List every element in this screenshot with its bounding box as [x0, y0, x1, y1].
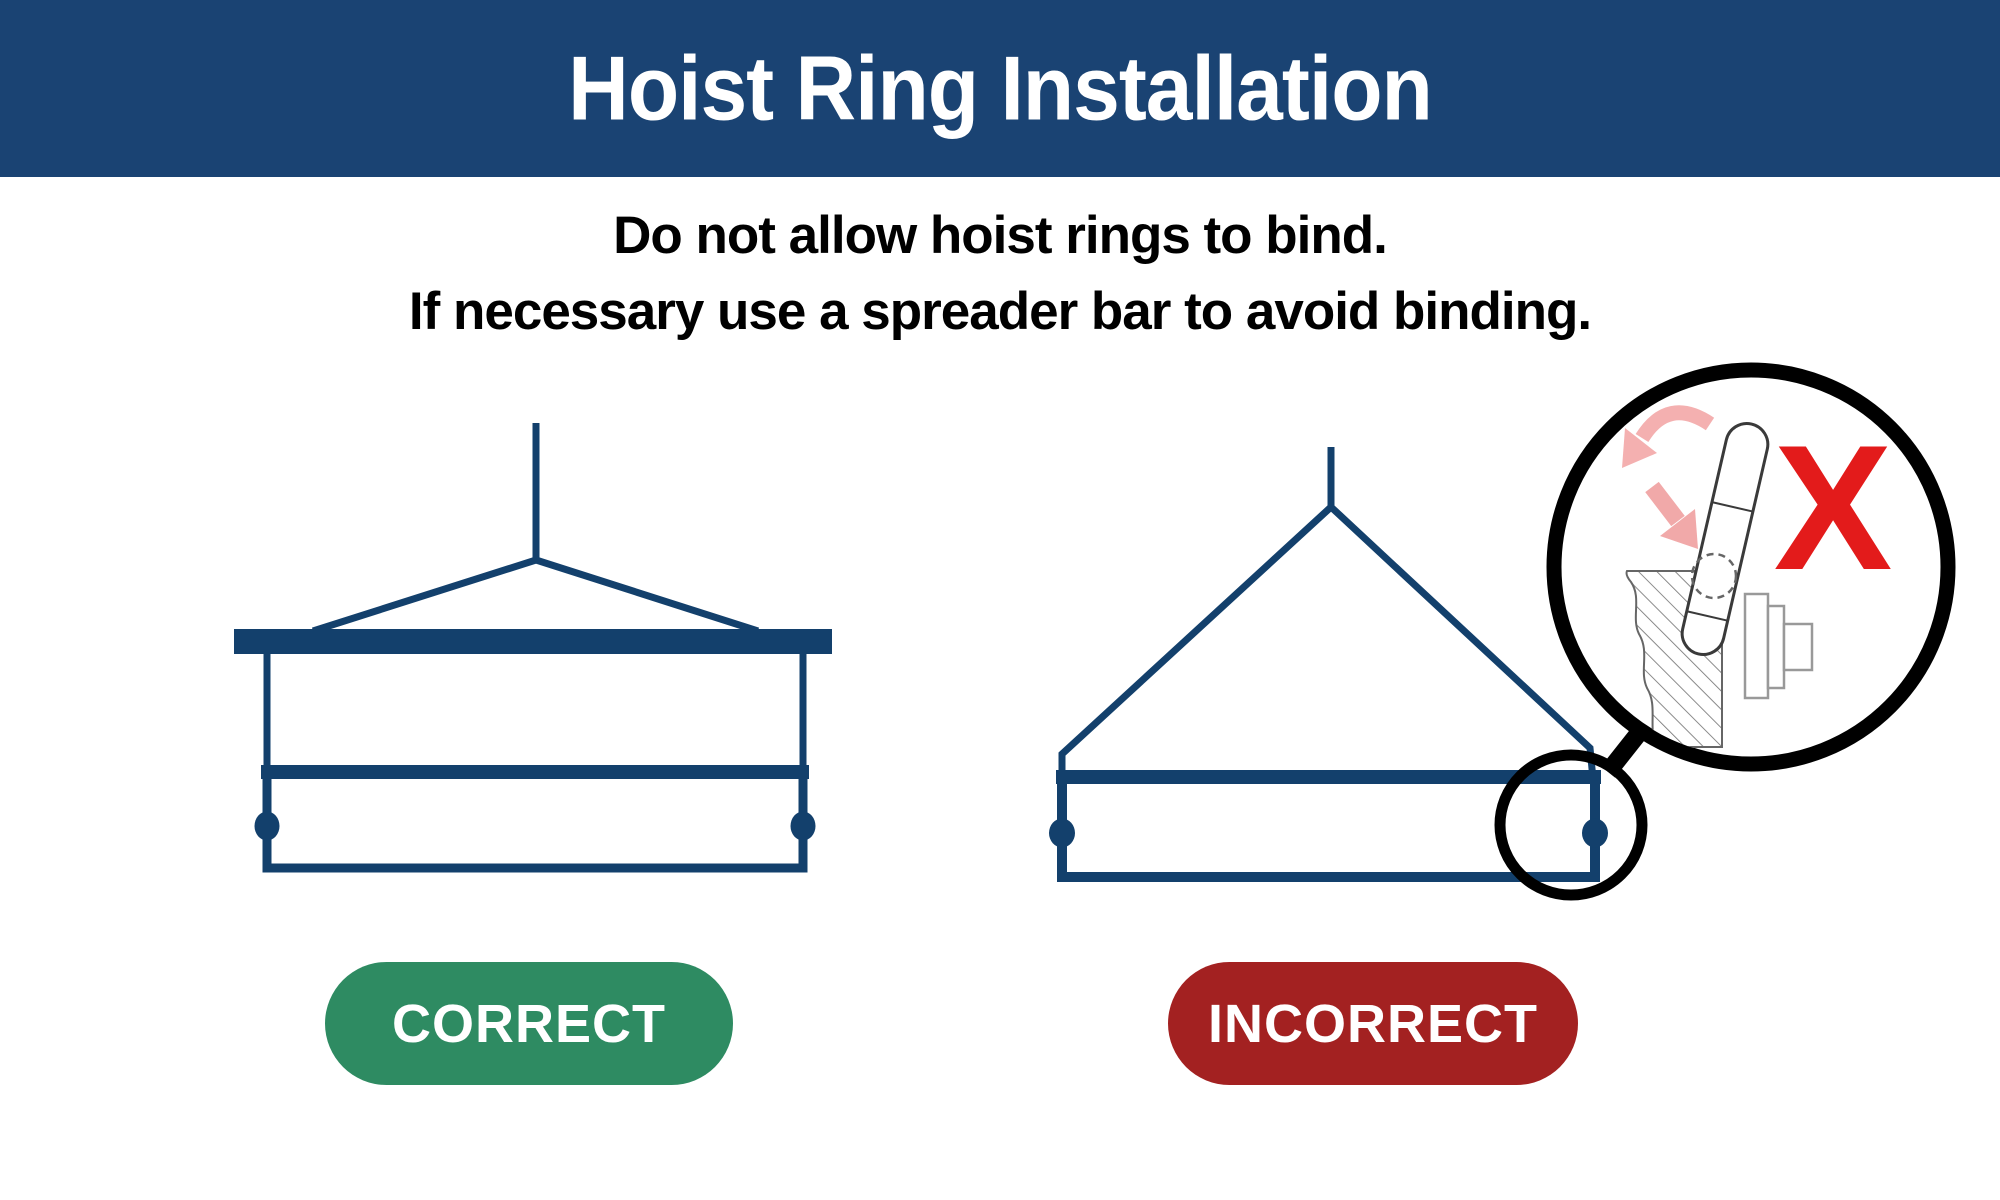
- force-arrow-icon: [1645, 481, 1698, 549]
- hoist-ring-left-dot: [1049, 818, 1075, 848]
- header-banner: Hoist Ring Installation: [0, 0, 2000, 177]
- bolt-stack: [1743, 592, 1814, 700]
- bail-lower-line: [1686, 610, 1728, 622]
- hoist-ring-detail: X: [1622, 405, 1893, 748]
- sling-right-line: [534, 556, 760, 635]
- flange-plate: [1743, 592, 1770, 700]
- page-title: Hoist Ring Installation: [568, 37, 1433, 139]
- instruction-text: Do not allow hoist rings to bind. If nec…: [0, 198, 2000, 350]
- sling-left-line: [1058, 504, 1334, 779]
- bolt-head: [1782, 622, 1814, 672]
- bail-body: [1680, 421, 1770, 657]
- incorrect-diagram: [1049, 447, 1608, 882]
- correct-badge: CORRECT: [325, 962, 733, 1085]
- bail: [1680, 421, 1770, 657]
- hoist-ring-right-dot: [790, 811, 816, 841]
- instruction-line-1: Do not allow hoist rings to bind.: [613, 206, 1388, 265]
- bail-joint-line: [1711, 501, 1754, 513]
- hoist-ring-right-dot: [1582, 818, 1608, 848]
- zoom-target-circle-icon: [1494, 749, 1648, 901]
- correct-diagram: [234, 423, 832, 873]
- sling-right-line: [1328, 504, 1597, 780]
- x-mark: X: [1774, 408, 1893, 607]
- incorrect-badge: INCORRECT: [1168, 962, 1578, 1085]
- load-box: [262, 767, 808, 873]
- sling-left-line: [311, 556, 538, 635]
- magnifier-callout: X: [1494, 362, 1956, 901]
- spacer: [1766, 604, 1786, 690]
- pivot-dashed-circle: [1690, 552, 1738, 600]
- spreader-bar: [234, 629, 832, 654]
- instruction-line-2: If necessary use a spreader bar to avoid…: [408, 282, 1592, 341]
- correct-badge-label: CORRECT: [392, 993, 666, 1054]
- incorrect-badge-label: INCORRECT: [1208, 993, 1538, 1054]
- hoist-ring-left-dot: [254, 811, 280, 841]
- rotation-arrow-icon: [1622, 405, 1715, 468]
